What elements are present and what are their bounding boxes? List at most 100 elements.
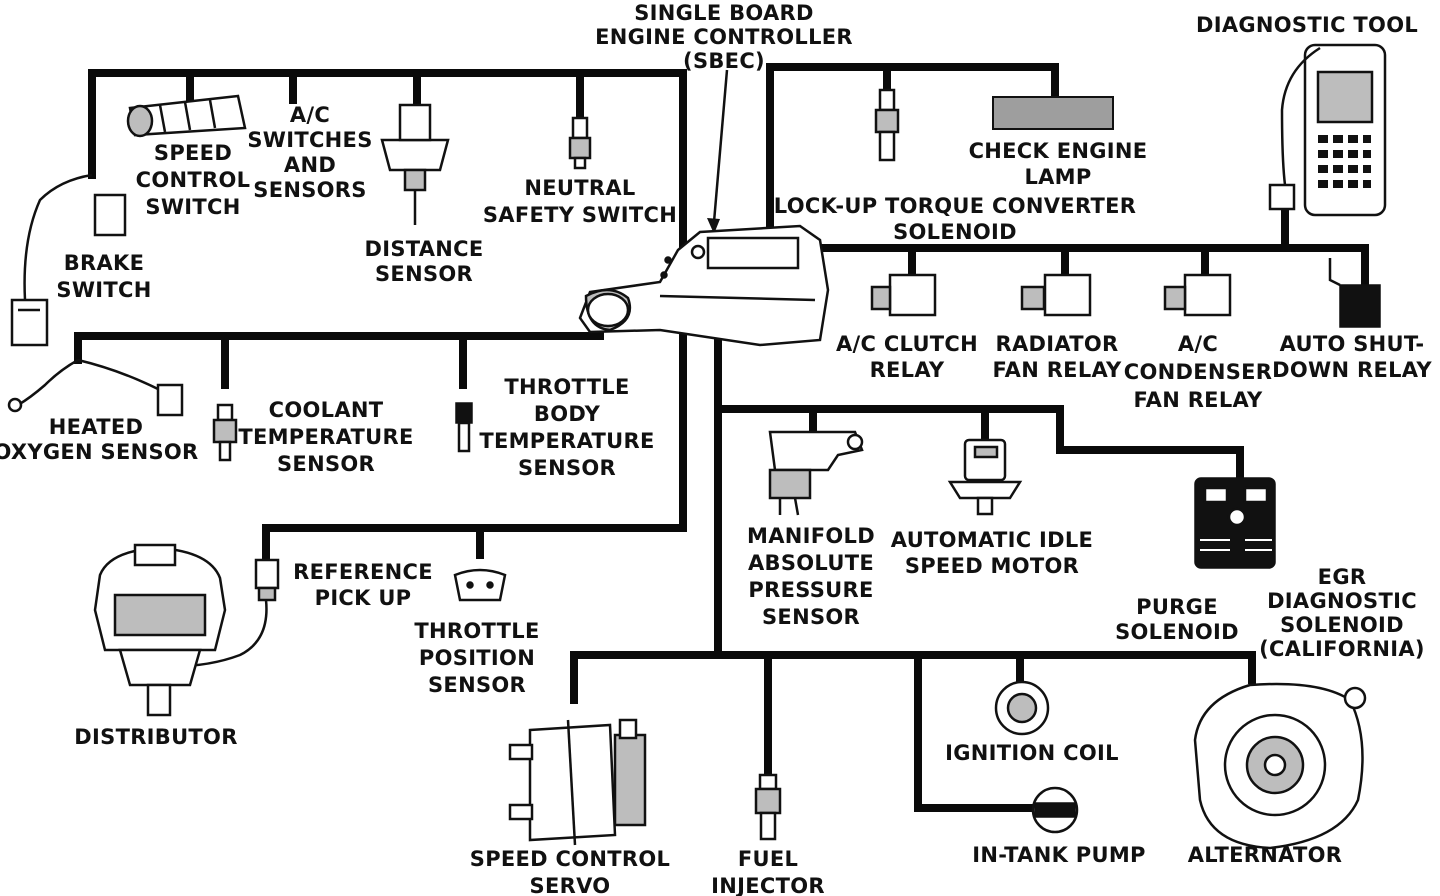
label-distance-sensor-line: DISTANCE bbox=[364, 237, 483, 261]
label-map-sensor-line: MANIFOLD bbox=[747, 524, 875, 548]
label-ac-condenser-fan-relay-line: CONDENSER bbox=[1124, 360, 1273, 384]
label-fuel-injector-line: INJECTOR bbox=[711, 874, 825, 896]
label-speed-control-servo-line: SPEED CONTROL bbox=[470, 847, 670, 871]
label-in-tank-pump-line: IN-TANK PUMP bbox=[972, 843, 1145, 867]
label-neutral-safety-switch-line: SAFETY SWITCH bbox=[483, 203, 677, 227]
label-sbec-line: (SBEC) bbox=[683, 49, 765, 73]
sbec-controller bbox=[578, 224, 830, 347]
ac-clutch-relay bbox=[870, 273, 937, 317]
brake-switch bbox=[10, 173, 127, 347]
label-throttle-position-sensor-line: POSITION bbox=[419, 646, 535, 670]
label-auto-shutdown-relay: AUTO SHUT-DOWN RELAY bbox=[1272, 332, 1432, 382]
label-throttle-body-temperature-sensor-line: BODY bbox=[534, 402, 601, 426]
label-sbec-line: ENGINE CONTROLLER bbox=[595, 25, 853, 49]
label-ignition-coil: IGNITION COIL bbox=[945, 741, 1119, 765]
sbec-leader-arrow bbox=[707, 69, 729, 234]
label-egr-diagnostic-solenoid-line: (CALIFORNIA) bbox=[1259, 637, 1425, 661]
label-auto-shutdown-relay-line: DOWN RELAY bbox=[1272, 358, 1432, 382]
label-ac-switches-and-sensors-line: AND bbox=[284, 153, 336, 177]
label-heated-oxygen-sensor-line: OXYGEN SENSOR bbox=[0, 440, 199, 464]
label-ac-switches-and-sensors-line: SWITCHES bbox=[247, 128, 372, 152]
label-reference-pick-up-line: REFERENCE bbox=[293, 560, 433, 584]
label-radiator-fan-relay-line: FAN RELAY bbox=[992, 358, 1122, 382]
label-speed-control-servo-line: SERVO bbox=[530, 874, 611, 896]
label-purge-solenoid-line: SOLENOID bbox=[1115, 620, 1239, 644]
label-speed-control-switch-line: CONTROL bbox=[136, 168, 251, 192]
label-distributor: DISTRIBUTOR bbox=[74, 725, 237, 749]
label-speed-control-servo: SPEED CONTROL SERVO bbox=[470, 847, 670, 896]
label-reference-pick-up-line: PICK UP bbox=[315, 586, 412, 610]
ignition-coil bbox=[994, 680, 1050, 736]
label-throttle-position-sensor-line: THROTTLE bbox=[414, 619, 539, 643]
label-map-sensor-line: ABSOLUTE bbox=[748, 551, 874, 575]
fuel-injector bbox=[754, 773, 782, 841]
coolant-temperature-sensor bbox=[212, 403, 238, 462]
speed-control-servo bbox=[508, 718, 647, 846]
label-ignition-coil-line: IGNITION COIL bbox=[945, 741, 1119, 765]
label-lockup-solenoid-line: SOLENOID bbox=[893, 220, 1017, 244]
label-throttle-body-temperature-sensor-line: SENSOR bbox=[518, 456, 616, 480]
label-diagnostic-tool: DIAGNOSTIC TOOL bbox=[1196, 13, 1418, 37]
label-fuel-injector: FUEL INJECTOR bbox=[711, 847, 825, 896]
label-alternator: ALTERNATOR bbox=[1188, 843, 1342, 867]
label-ac-condenser-fan-relay: A/C CONDENSER FAN RELAY bbox=[1124, 332, 1273, 412]
label-ac-clutch-relay-line: A/C CLUTCH bbox=[836, 332, 978, 356]
label-coolant-temperature-sensor-line: SENSOR bbox=[277, 452, 375, 476]
label-throttle-body-temperature-sensor-line: TEMPERATURE bbox=[479, 429, 654, 453]
label-sbec-line: SINGLE BOARD bbox=[634, 1, 814, 25]
label-check-engine-lamp-line: CHECK ENGINE bbox=[969, 139, 1148, 163]
label-ac-condenser-fan-relay-line: FAN RELAY bbox=[1133, 388, 1263, 412]
label-ac-switches-and-sensors-line: A/C bbox=[290, 103, 330, 127]
label-purge-solenoid-line: PURGE bbox=[1136, 595, 1218, 619]
lockup-solenoid bbox=[874, 88, 900, 162]
label-idle-speed-motor-line: SPEED MOTOR bbox=[905, 554, 1079, 578]
label-radiator-fan-relay-line: RADIATOR bbox=[995, 332, 1118, 356]
label-fuel-injector-line: FUEL bbox=[738, 847, 798, 871]
label-speed-control-switch-line: SWITCH bbox=[145, 195, 240, 219]
ac-switch-sensor bbox=[380, 103, 450, 225]
label-lockup-solenoid-line: LOCK-UP TORQUE CONVERTER bbox=[774, 194, 1136, 218]
neutral-safety-switch bbox=[568, 116, 592, 170]
label-auto-shutdown-relay-line: AUTO SHUT- bbox=[1280, 332, 1425, 356]
distributor bbox=[93, 543, 227, 717]
label-egr-diagnostic-solenoid-line: DIAGNOSTIC bbox=[1267, 589, 1417, 613]
ac-condenser-fan-relay bbox=[1163, 273, 1232, 317]
label-coolant-temperature-sensor-line: TEMPERATURE bbox=[238, 425, 413, 449]
heated-oxygen-sensor bbox=[7, 358, 184, 417]
throttle-position-sensor bbox=[453, 568, 507, 602]
label-in-tank-pump: IN-TANK PUMP bbox=[972, 843, 1145, 867]
purge-solenoid bbox=[1194, 477, 1276, 569]
speed-control-switch bbox=[126, 94, 247, 138]
label-egr-diagnostic-solenoid-line: EGR bbox=[1318, 565, 1367, 589]
radiator-fan-relay bbox=[1020, 273, 1092, 317]
alternator bbox=[1193, 682, 1367, 850]
label-egr-diagnostic-solenoid-line: SOLENOID bbox=[1280, 613, 1404, 637]
label-throttle-position-sensor: THROTTLE POSITION SENSOR bbox=[414, 619, 539, 697]
label-map-sensor-line: SENSOR bbox=[762, 605, 860, 629]
label-ac-condenser-fan-relay-line: A/C bbox=[1178, 332, 1218, 356]
label-ac-clutch-relay-line: RELAY bbox=[870, 358, 945, 382]
map-sensor bbox=[768, 430, 864, 516]
label-distance-sensor-line: SENSOR bbox=[375, 262, 473, 286]
wiring-harness bbox=[74, 63, 1369, 812]
label-throttle-position-sensor-line: SENSOR bbox=[428, 673, 526, 697]
label-neutral-safety-switch-line: NEUTRAL bbox=[524, 176, 635, 200]
throttle-body-temperature-sensor bbox=[455, 402, 473, 453]
